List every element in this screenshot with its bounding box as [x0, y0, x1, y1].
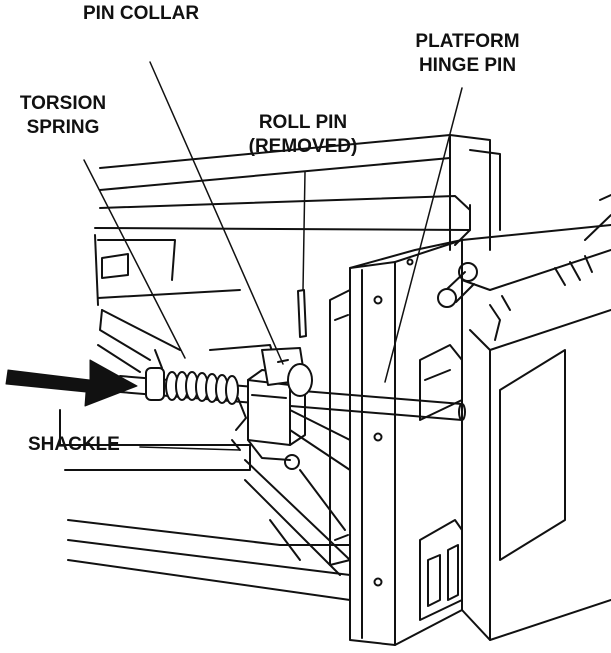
diagonal-brace — [244, 409, 351, 576]
rivet — [373, 577, 383, 587]
rivet — [406, 258, 414, 266]
latch-hardware — [437, 255, 593, 341]
torsion-spring-label-line-1: TORSION — [19, 93, 107, 114]
leader-platform-hinge-pin — [384, 87, 463, 383]
leader-lines — [83, 61, 463, 451]
right-body — [461, 194, 611, 641]
torsion-spring-coils — [145, 349, 247, 451]
leader-shackle — [139, 446, 241, 451]
upright-plate — [349, 239, 463, 646]
platform-hinge-pin-label-line-2: HINGE PIN — [418, 55, 517, 76]
leader-roll-pin — [302, 171, 306, 291]
left-frame — [94, 234, 241, 373]
shackle-label-line-1: SHACKLE — [28, 434, 120, 455]
roll-pin — [297, 289, 307, 338]
lower-tray — [59, 409, 351, 601]
rivet — [373, 432, 383, 442]
leader-pin-collar — [149, 61, 284, 365]
roll-pin-label-line-2: (REMOVED) — [248, 136, 358, 157]
platform-hinge-pin-label-line-1: PLATFORM — [415, 31, 520, 52]
shackle-label: SHACKLE — [28, 433, 152, 457]
direction-arrow — [5, 359, 138, 407]
pin-collar — [261, 347, 313, 397]
pin-collar-label-line-1: PIN COLLAR — [82, 3, 200, 24]
roll-pin-label-line-1: ROLL PIN — [258, 112, 348, 133]
torsion-spring-label-line-2: SPRING — [26, 117, 100, 138]
leader-torsion-spring — [83, 159, 186, 359]
rivet — [373, 295, 383, 305]
side-openings — [419, 344, 463, 621]
platform-hinge-pin-label: PLATFORM HINGE PIN — [375, 30, 560, 78]
roll-pin-label: ROLL PIN (REMOVED) — [228, 111, 378, 159]
pin-collar-label: PIN COLLAR — [26, 2, 256, 26]
torsion-spring-label: TORSION SPRING — [4, 92, 122, 140]
shackle-bracket — [209, 344, 306, 470]
